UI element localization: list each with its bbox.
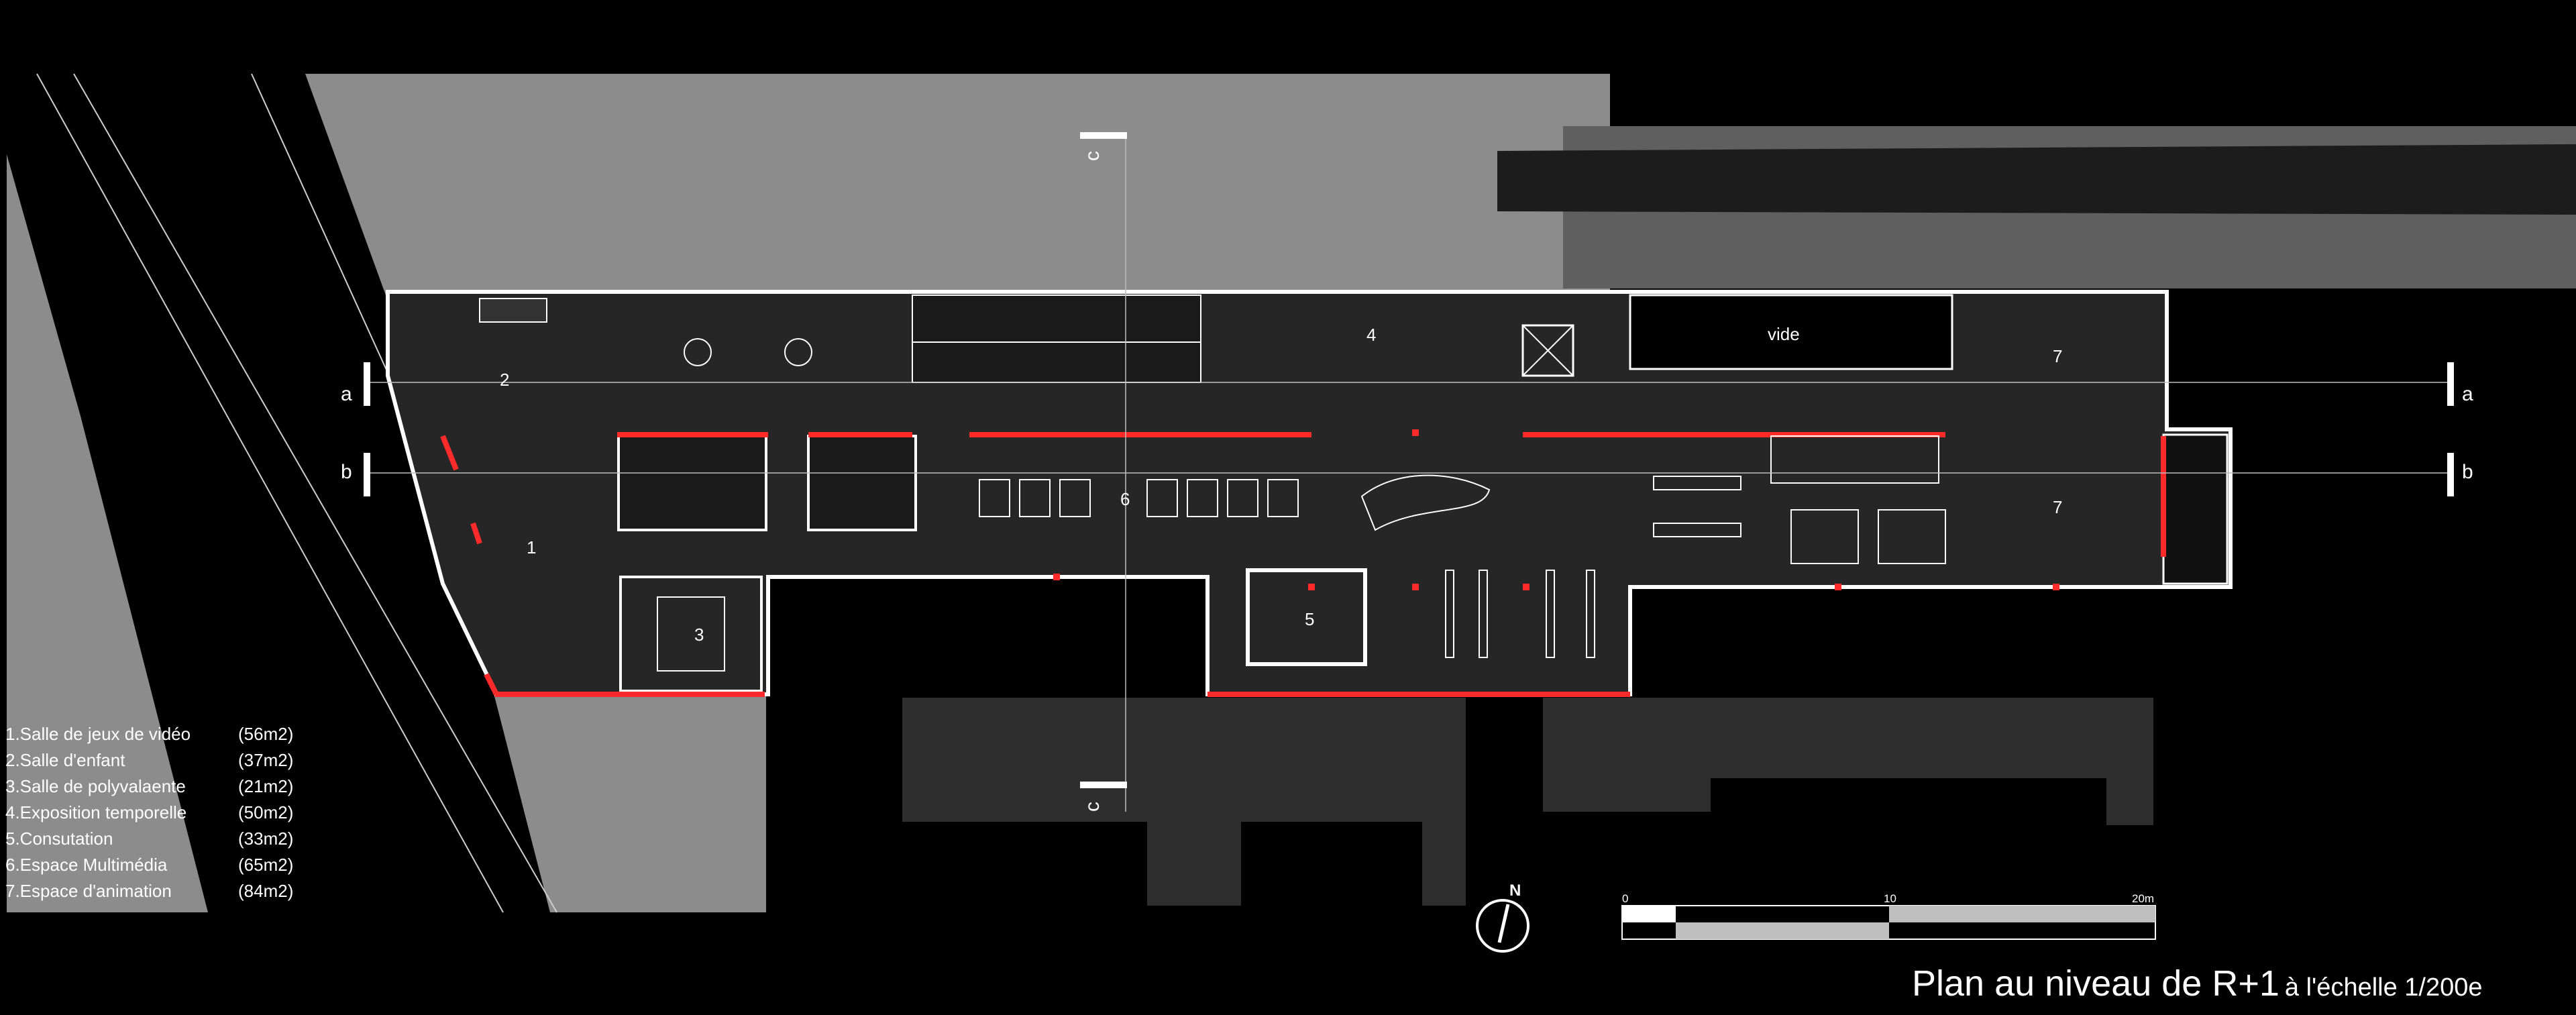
room-number-6: 6 xyxy=(1120,489,1130,509)
elevator xyxy=(1521,324,1574,377)
legend-room-area: (56m2) xyxy=(238,724,294,744)
legend-room-name: 7.Espace d'animation xyxy=(5,881,172,901)
legend-room-name: 2.Salle d'enfant xyxy=(5,750,125,770)
surrounding-building-southwest xyxy=(493,691,766,912)
structural-walls-red xyxy=(440,432,2166,697)
wc-core xyxy=(807,435,917,531)
legend-room-area: (21m2) xyxy=(238,776,294,796)
stair-core xyxy=(617,435,767,531)
plan-title-scale: à l'échelle 1/200e xyxy=(2284,973,2483,1002)
legend-room-name: 1.Salle de jeux de vidéo xyxy=(5,724,191,744)
legend-room-area: (37m2) xyxy=(238,750,294,770)
furniture xyxy=(657,338,1946,672)
legend-row: 2.Salle d'enfant (37m2) xyxy=(5,747,319,773)
street-line xyxy=(73,73,557,913)
void-area xyxy=(1629,294,1953,370)
legend-room-area: (33m2) xyxy=(238,829,294,849)
east-stair xyxy=(2162,433,2229,585)
room-number-1: 1 xyxy=(527,537,536,557)
legend-row: 6.Espace Multimédia (65m2) xyxy=(5,852,319,878)
legend-row: 1.Salle de jeux de vidéo (56m2) xyxy=(5,721,319,747)
north-label: N xyxy=(1509,882,1521,900)
north-arrow xyxy=(1476,899,1529,953)
neighbor-block-dark xyxy=(1497,144,2576,215)
room-number-4: 4 xyxy=(1366,325,1376,345)
street-line xyxy=(36,73,504,913)
northwest-stair xyxy=(479,298,547,323)
neighbor-building-south-2 xyxy=(1543,698,2153,825)
legend-room-name: 3.Salle de polyvalaente xyxy=(5,776,186,796)
room-number-5: 5 xyxy=(1305,609,1314,629)
legend-room-area: (65m2) xyxy=(238,855,294,875)
section-markers xyxy=(364,132,2454,788)
street-line xyxy=(251,73,390,376)
room-number-3: 3 xyxy=(694,625,704,645)
scale-bar xyxy=(1621,905,2156,940)
elevator-cross xyxy=(1522,325,1574,376)
section-lines xyxy=(366,134,2452,812)
section-label-b-right: b xyxy=(2462,461,2473,483)
legend-room-name: 6.Espace Multimédia xyxy=(5,855,168,875)
legend-row: 5.Consutation (33m2) xyxy=(5,826,319,852)
section-label-a-right: a xyxy=(2462,383,2473,405)
legend-room-name: 5.Consutation xyxy=(5,829,113,849)
legend-room-name: 4.Exposition temporelle xyxy=(5,802,187,822)
scale-tick-10: 10 xyxy=(1884,892,1896,905)
section-label-b-left: b xyxy=(341,461,352,483)
room-legend: 1.Salle de jeux de vidéo (56m2) 2.Salle d… xyxy=(5,721,319,904)
scale-tick-20m: 20m xyxy=(2132,892,2154,905)
neighbor-building-south-1 xyxy=(902,698,1466,906)
section-label-c-top: c xyxy=(1081,151,1104,161)
void-label: vide xyxy=(1768,324,1800,344)
section-label-a-left: a xyxy=(341,383,352,405)
exhibition-wall-panels xyxy=(912,295,1201,383)
legend-row: 3.Salle de polyvalaente (21m2) xyxy=(5,773,319,800)
surrounding-building-west xyxy=(7,154,208,912)
legend-row: 7.Espace d'animation (84m2) xyxy=(5,878,319,904)
legend-room-area: (84m2) xyxy=(238,881,294,901)
section-label-c-bottom: c xyxy=(1081,802,1104,812)
scale-tick-0: 0 xyxy=(1622,892,1628,905)
room-number-7-north: 7 xyxy=(2053,346,2062,366)
legend-room-area: (50m2) xyxy=(238,802,294,822)
room-number-2: 2 xyxy=(500,370,509,390)
plan-title-main: Plan au niveau de R+1 xyxy=(1912,963,2279,1004)
legend-row: 4.Exposition temporelle (50m2) xyxy=(5,800,319,826)
surrounding-building-north xyxy=(305,74,1610,295)
room-number-7-south: 7 xyxy=(2053,497,2062,517)
consultation-desk xyxy=(1246,568,1367,666)
multipurpose-room xyxy=(619,576,763,692)
columns-red xyxy=(1053,429,2059,590)
